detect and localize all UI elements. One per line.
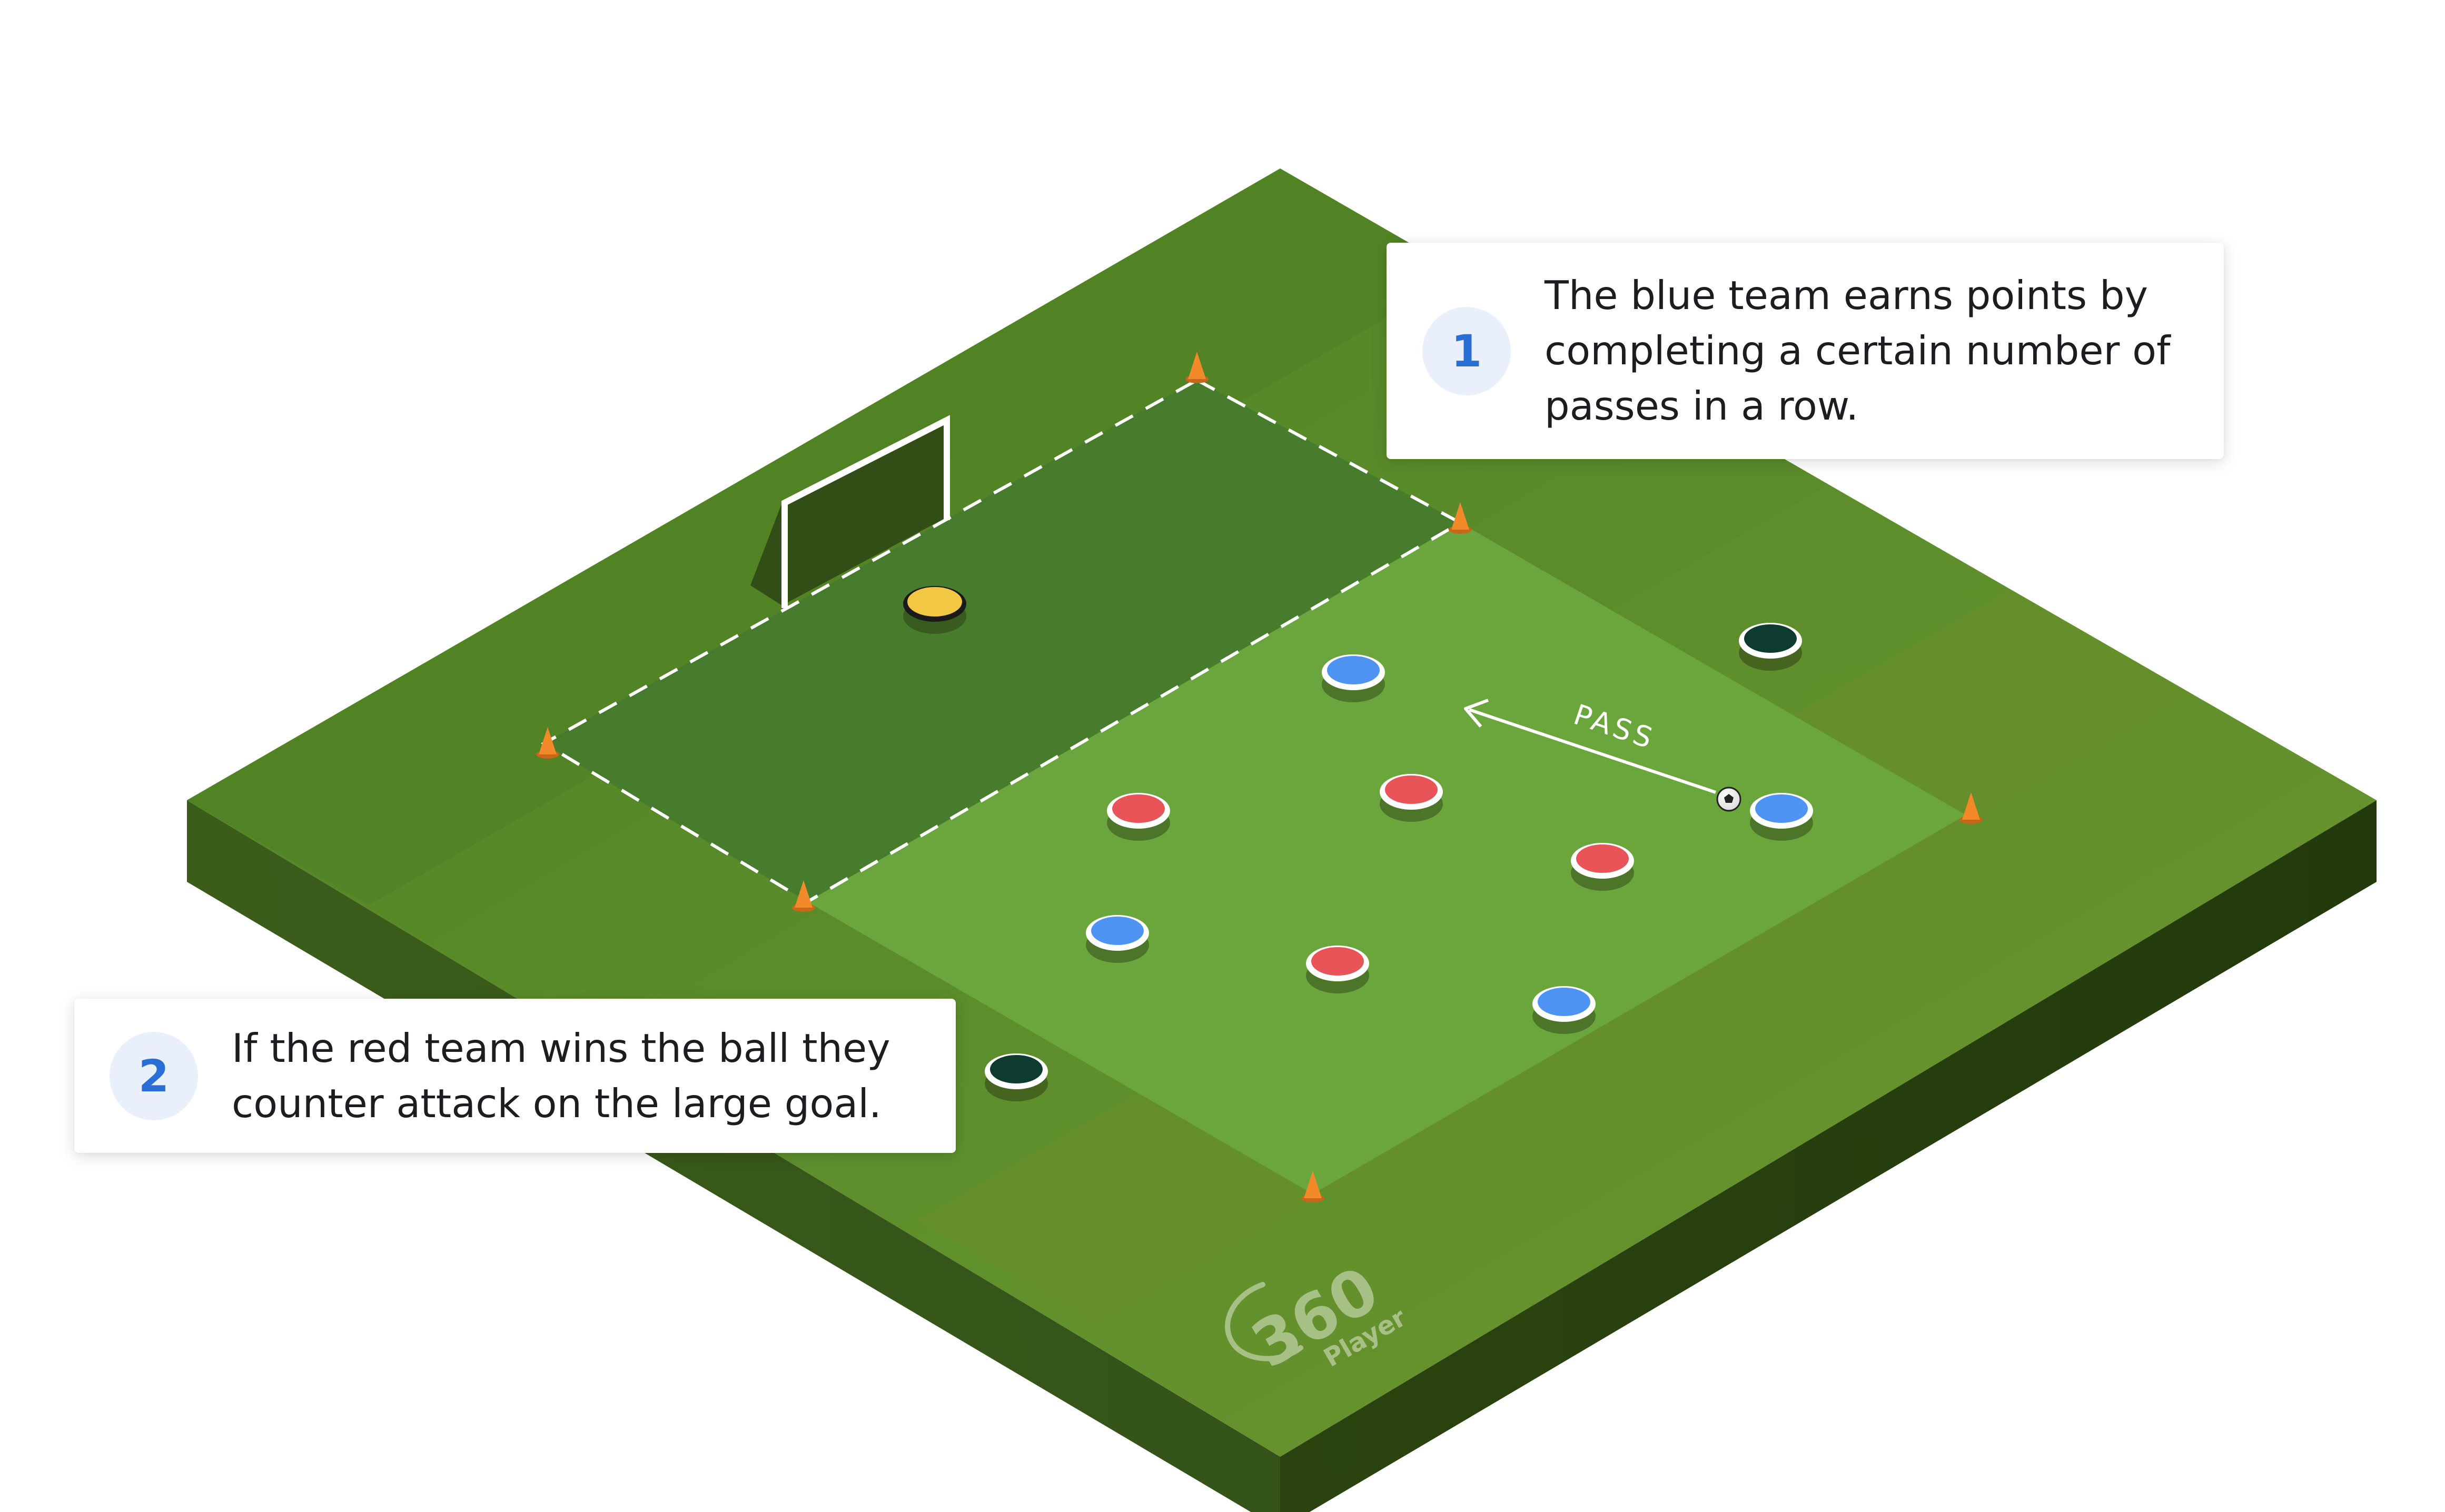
red-player (1107, 793, 1170, 841)
red-player (1571, 843, 1634, 891)
players (903, 586, 1813, 1101)
callout-number-badge: 2 (110, 1031, 198, 1120)
callout-2: 2 If the red team wins the ball they cou… (74, 999, 956, 1153)
blue-player (1322, 654, 1385, 702)
blue-player (1532, 986, 1596, 1034)
goal-frame (781, 415, 950, 608)
cone (1301, 1171, 1324, 1202)
cone (1959, 792, 1983, 824)
goalkeeper-yellow (903, 586, 966, 634)
pitch-left-side (187, 800, 1280, 1512)
pitch-right-side (1280, 800, 2377, 1512)
cone (792, 880, 815, 912)
neutral-player (1739, 623, 1802, 671)
goal (750, 415, 950, 608)
cone (1449, 502, 1472, 534)
cone (536, 727, 559, 759)
cone (1185, 352, 1209, 383)
goal-zone (544, 380, 1460, 902)
callout-1: 1 The blue team earns points by completi… (1387, 243, 2224, 459)
blue-player (1086, 915, 1149, 963)
grid-zone (807, 523, 1966, 1194)
callout-number-badge: 1 (1422, 306, 1511, 395)
red-player (1306, 946, 1369, 993)
football (1716, 787, 1741, 812)
callout-text: The blue team earns points by completing… (1545, 272, 2171, 429)
cones (536, 352, 1983, 1202)
goal-net (750, 420, 944, 605)
red-player (1380, 774, 1443, 822)
callout-text: If the red team wins the ball they count… (232, 1024, 890, 1127)
blue-player (1750, 793, 1813, 841)
neutral-player (985, 1053, 1048, 1101)
